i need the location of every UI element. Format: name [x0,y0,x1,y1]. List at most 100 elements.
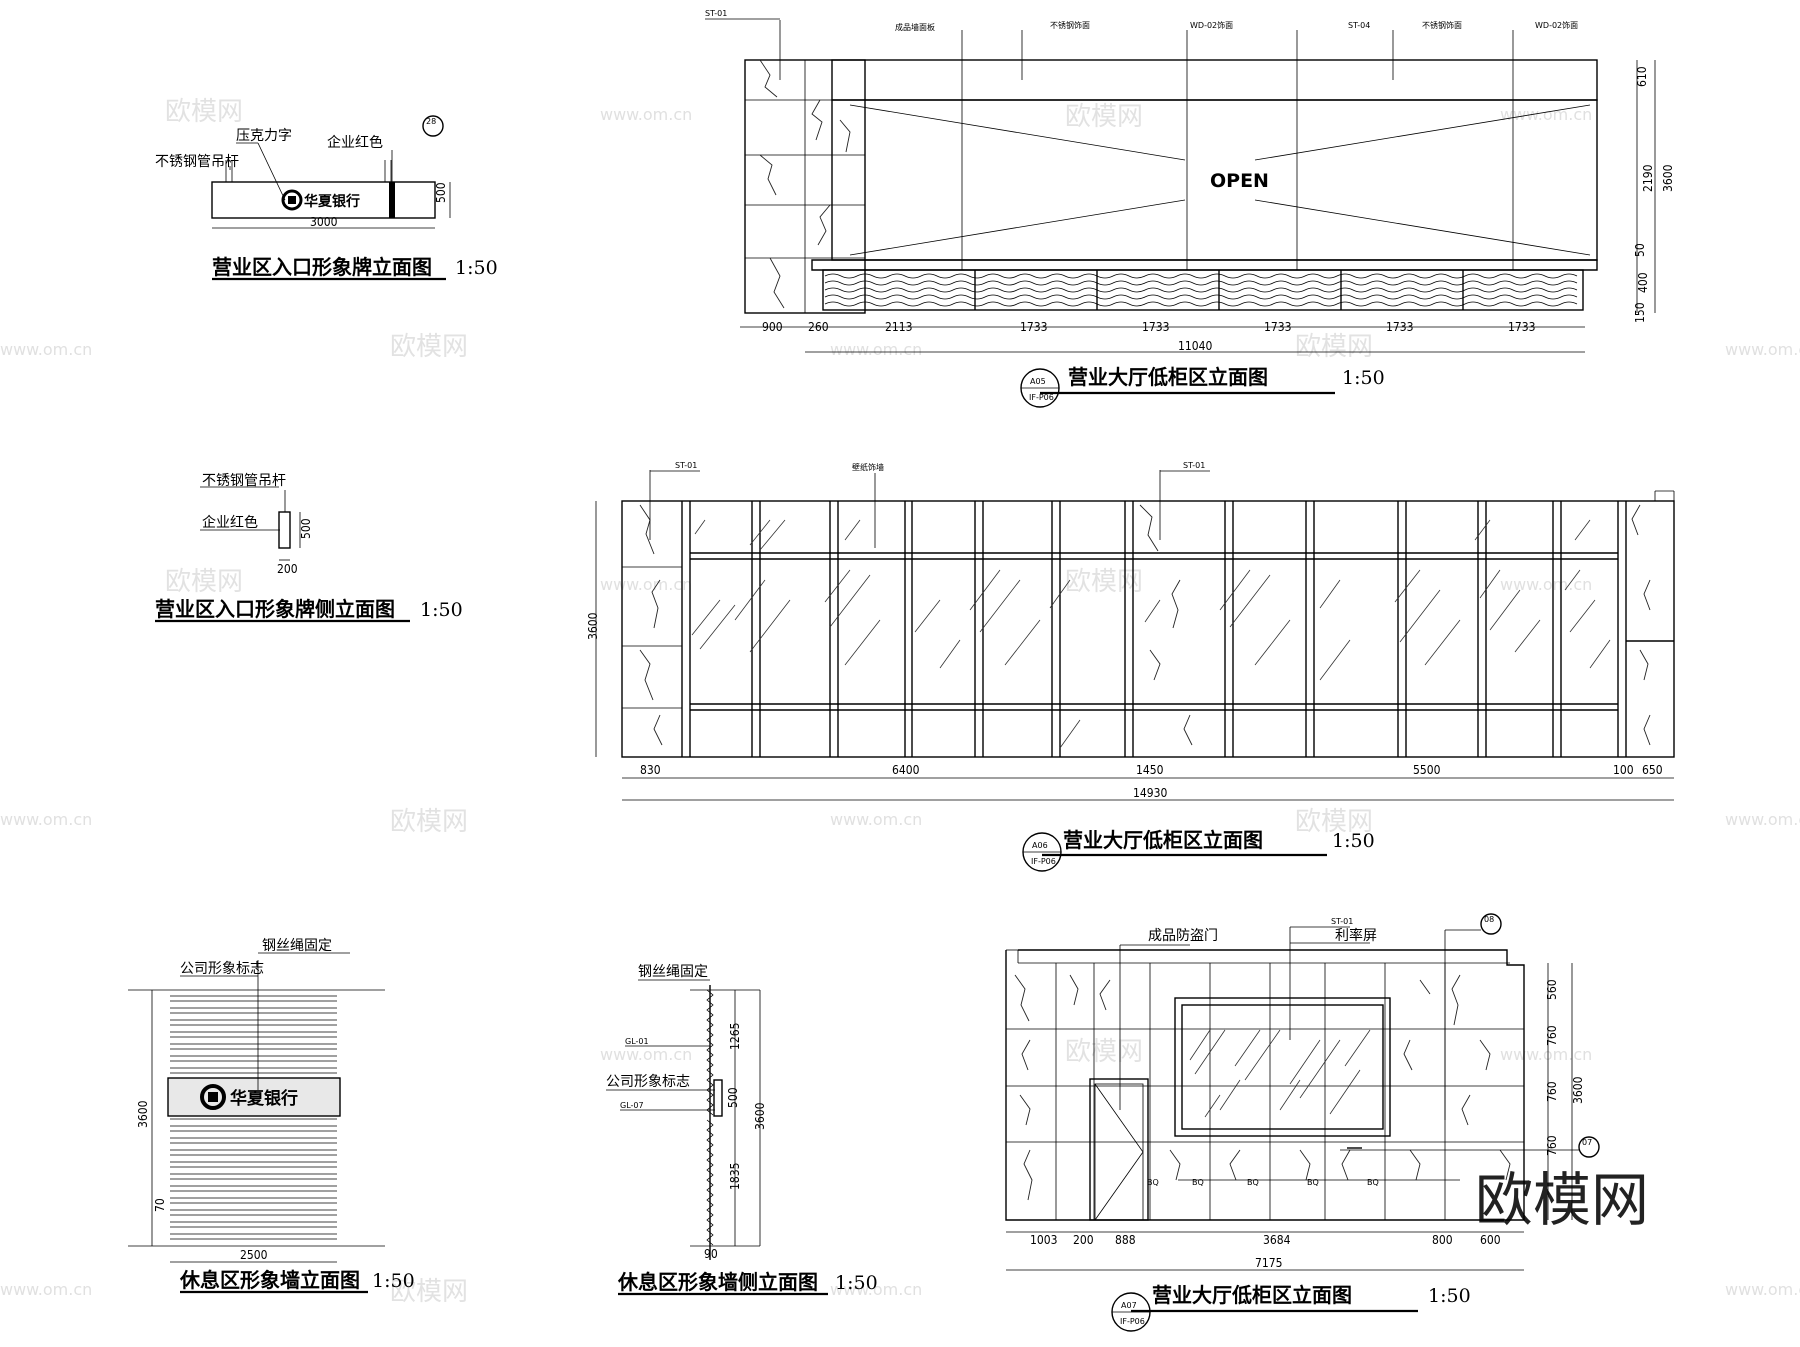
label-door: 成品防盗门 [1148,928,1218,944]
side-dim-500: 500 [726,1087,740,1108]
callout-07: 07 [1582,1138,1592,1147]
a06-dim-100: 100 [1613,763,1634,777]
watermark-brand: 欧模网 [390,807,468,837]
dim-2190: 2190 [1641,164,1655,192]
watermark-url: www.om.cn [600,575,692,594]
label-red-side: 企业红色 [202,514,258,531]
dim-400: 400 [1636,272,1650,293]
watermark-layer: 欧模网 欧模网 欧模网 欧模网 欧模网 欧模网 欧模网 欧模网 欧模网 欧模网 … [0,97,1800,1307]
callout-number: 28 [426,117,436,126]
a06-dim-1450: 1450 [1136,763,1164,777]
watermark-url: www.om.cn [1725,1280,1800,1299]
tag-st01: ST-01 [1331,917,1353,926]
x-line [849,104,1186,161]
a06-dim-650: 650 [1642,763,1663,777]
tag-st01-b: ST-01 [1183,461,1205,470]
watermark-brand: 欧模网 [1295,807,1373,837]
a05-scale: 1:50 [1342,367,1385,389]
ref-top: A05 [1030,377,1046,386]
label-cable-side: 钢丝绳固定 [638,964,708,980]
glass-grid [690,501,1674,757]
watermark-brand-large: 欧模网 [1475,1166,1649,1234]
a07-dim-560: 560 [1545,979,1559,1000]
callout-08: 08 [1484,915,1494,924]
label-logo-side: 公司形象标志 [606,1074,690,1090]
sign-logo-text: 华夏银行 [304,193,360,210]
label-screen: 利率屏 [1335,927,1377,944]
sign-side-title: 营业区入口形象牌侧立面图 [155,597,395,621]
label-hanger: 不锈钢管吊杆 [155,154,239,170]
logo-band [167,1077,341,1117]
watermark-url: www.om.cn [1500,575,1592,594]
rest-dim-height: 3600 [136,1100,150,1128]
rate-screen [1174,997,1391,1137]
x-line [1254,199,1591,256]
tag-wd02: WD-02饰面 [1190,20,1233,30]
dim-900: 900 [762,320,783,334]
dim-50: 50 [1633,243,1647,257]
watermark-url: www.om.cn [600,1045,692,1064]
rest-wall-drawing: 华夏银行 钢丝绳固定 公司形象标志 3600 70 2500 休息区形象墙立面图… [128,938,415,1294]
slat-lines [170,995,337,1240]
watermark-url: www.om.cn [830,1280,922,1299]
dim-total: 11040 [1178,339,1212,353]
a07-dim-800: 800 [1432,1233,1453,1247]
a07-dim-3684: 3684 [1263,1233,1291,1247]
elevation-a06: ST-01 壁纸饰墙 ST-01 3600 830 6400 1450 5500… [586,461,1675,872]
a07-dim-600: 600 [1480,1233,1501,1247]
logo-side [713,1079,723,1117]
tag-st01: ST-01 [675,461,697,470]
dim-3600: 3600 [1661,164,1675,192]
callout-circle [422,115,444,137]
dim-width: 3000 [310,215,338,229]
label-hanger-side: 不锈钢管吊杆 [202,473,286,489]
a07-dim-760: 760 [1545,1025,1559,1046]
side-dim-small: 90 [704,1247,718,1261]
rest-dim-width: 2500 [240,1248,268,1262]
watermark-url: www.om.cn [0,1280,92,1299]
rest-side-scale: 1:50 [835,1272,878,1294]
dim-260: 260 [808,320,829,334]
sign-side-scale: 1:50 [420,599,463,621]
a07-dim-200: 200 [1073,1233,1094,1247]
tag-st01: ST-01 [705,9,727,18]
elevation-a05: OPEN ST-01 成品墙面板 不锈钢饰面 WD-02饰面 ST-04 [705,9,1675,408]
a06-scale: 1:50 [1332,830,1375,852]
callout-circle [1480,913,1502,935]
label-red: 企业红色 [327,134,383,151]
watermark-url: www.om.cn [1500,105,1592,124]
side-dim-1265: 1265 [728,1023,742,1050]
a07-dim-total: 3600 [1571,1076,1585,1104]
watermark-brand: 欧模网 [1295,332,1373,362]
watermark-url: www.om.cn [1500,1045,1592,1064]
watermark-brand: 欧模网 [165,97,243,127]
a07-dim-total-bottom: 7175 [1255,1256,1282,1270]
a07-dim-1003: 1003 [1030,1233,1057,1247]
watermark-brand: 欧模网 [165,567,243,597]
label-cable: 钢丝绳固定 [262,938,332,954]
side-dim-total: 3600 [753,1102,767,1130]
watermark-url: www.om.cn [0,340,92,359]
watermark-url: www.om.cn [830,340,922,359]
dim-height: 500 [434,182,448,203]
dim-1733: 1733 [1142,320,1169,334]
sign-side-drawing: 不锈钢管吊杆 企业红色 500 200 营业区入口形象牌侧立面图 1:50 [155,473,463,623]
dim-height-side: 500 [299,518,313,539]
dim-610: 610 [1635,66,1649,87]
sign-front-title: 营业区入口形象牌立面图 [212,255,432,279]
bq-label: BQ [1307,1178,1319,1187]
leader-line [257,142,286,201]
ref-bottom: IF-P06 [1029,393,1054,402]
label-acrylic: 压克力字 [236,128,292,144]
tag-st04: ST-04 [1348,21,1370,30]
tag-gl: GL-01 [625,1037,649,1046]
bq-label: BQ [1367,1178,1379,1187]
rest-wall-scale: 1:50 [372,1270,415,1292]
a06-dim-6400: 6400 [892,763,920,777]
rest-dim-small: 70 [153,1198,167,1212]
tag-panel: 成品墙面板 [895,22,935,32]
watermark-brand: 欧模网 [390,332,468,362]
dim-150: 150 [1633,302,1647,323]
rest-side-title: 休息区形象墙侧立面图 [617,1270,818,1294]
watermark-url: www.om.cn [0,810,92,829]
